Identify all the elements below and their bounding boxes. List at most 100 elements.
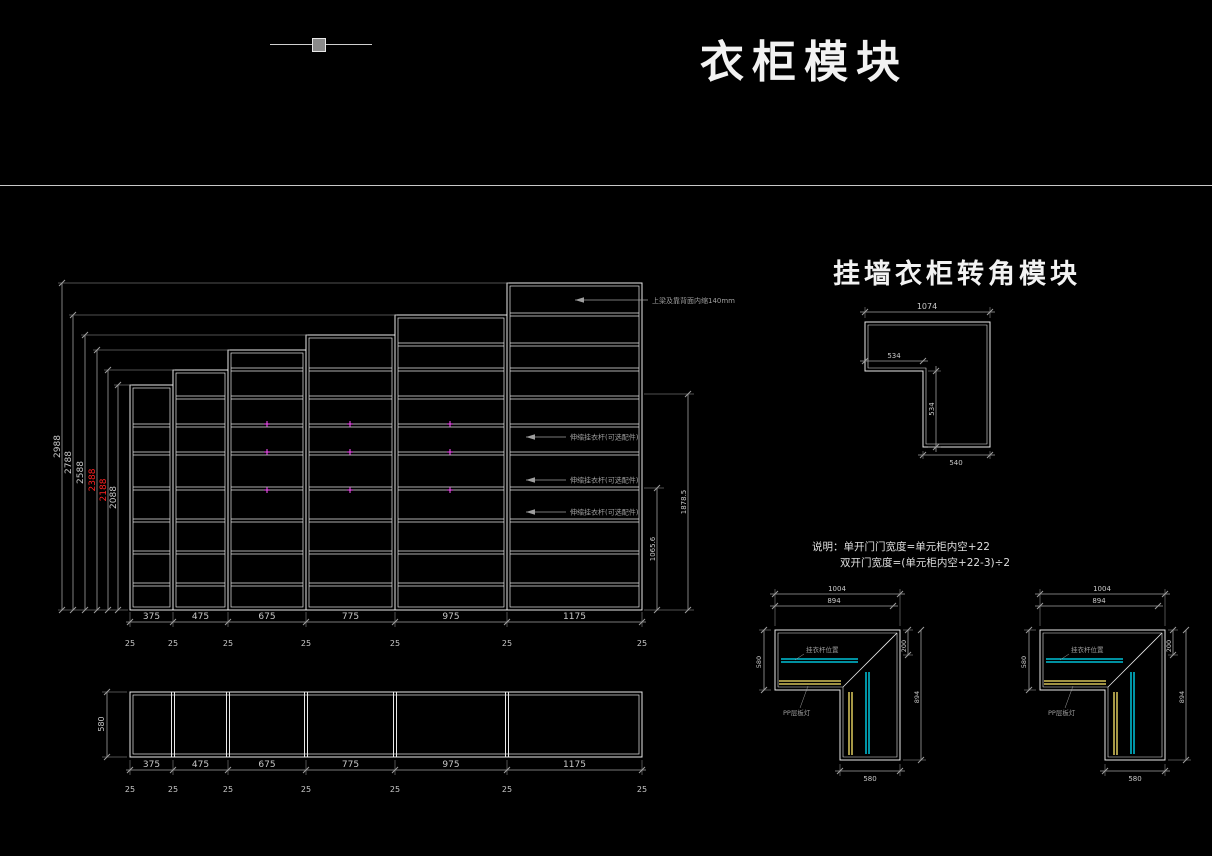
- line: [842, 632, 898, 688]
- line: [771, 602, 779, 610]
- dim-label: 1065.6: [649, 536, 657, 561]
- height-dim-label: 2988: [53, 435, 63, 458]
- dim-label: 894: [1178, 691, 1186, 703]
- line: [391, 618, 399, 626]
- rect: [129, 384, 174, 611]
- line: [653, 484, 661, 492]
- line: [1169, 651, 1177, 659]
- line: [1161, 590, 1169, 598]
- spacer-dim-label: 25: [390, 785, 400, 794]
- line: [1154, 602, 1162, 610]
- rect: [132, 694, 640, 755]
- line: [653, 606, 661, 614]
- line: [794, 653, 805, 661]
- height-dim-label: 2388: [88, 468, 98, 491]
- path: [774, 629, 901, 761]
- height-dim-label: 2088: [109, 486, 119, 509]
- line: [93, 346, 101, 354]
- line: [1182, 756, 1190, 764]
- dim-label: 534: [928, 402, 936, 416]
- width-dim-label: 1175: [563, 612, 586, 622]
- path: [867, 324, 988, 445]
- line: [932, 443, 940, 451]
- line: [1025, 686, 1033, 694]
- line: [760, 626, 768, 634]
- line: [126, 618, 134, 626]
- rect: [227, 349, 307, 611]
- annotation-label: 上梁及靠背面内缩140mm: [652, 296, 735, 305]
- line: [1036, 602, 1044, 610]
- line: [799, 685, 809, 709]
- spacer-dim-label: 25: [301, 639, 311, 648]
- line: [1182, 626, 1190, 634]
- annotation-label: 挂衣杆位置: [1071, 645, 1104, 654]
- dim-label: 200: [1165, 640, 1173, 652]
- rect: [509, 285, 640, 608]
- line: [684, 390, 692, 398]
- annotation-label: 伸缩挂衣杆(可选配件): [570, 433, 639, 442]
- dim-label: 894: [1092, 597, 1106, 605]
- line: [1036, 590, 1044, 598]
- spacer-dim-label: 25: [637, 639, 647, 648]
- line: [1169, 626, 1177, 634]
- rect: [308, 337, 393, 608]
- line: [114, 381, 122, 389]
- width-dim-label: 475: [192, 612, 209, 622]
- dim-label: 1004: [1093, 585, 1111, 593]
- line: [58, 279, 66, 287]
- dim-label: 580: [863, 775, 876, 783]
- spacer-dim-label: 25: [301, 785, 311, 794]
- line: [104, 366, 112, 374]
- line: [896, 590, 904, 598]
- dim-label: 1878.5: [680, 490, 688, 515]
- rect: [129, 691, 643, 758]
- height-dim-label: 2188: [99, 478, 109, 501]
- section-marker-icon: [312, 38, 326, 52]
- line: [638, 766, 646, 774]
- line: [917, 626, 925, 634]
- height-dim-label: 2788: [64, 451, 74, 474]
- path: [526, 477, 535, 483]
- point-markers: [264, 421, 453, 493]
- width-dim-label: 375: [143, 760, 160, 770]
- annotation-label: PP层板灯: [783, 708, 811, 717]
- spec-note-line-2: 双开门宽度=(单元柜内空+22-3)÷2: [840, 556, 1011, 569]
- annotations: 上梁及靠背面内缩140mm 伸缩挂衣杆(可选配件) 伸缩挂衣杆(可选配件) 伸缩挂衣杆…: [526, 296, 735, 517]
- spacer-dim-label: 25: [125, 785, 135, 794]
- line: [684, 606, 692, 614]
- dim-label: 200: [900, 640, 908, 652]
- annotation-label: 伸缩挂衣杆(可选配件): [570, 476, 639, 485]
- line: [224, 618, 232, 626]
- page-title: 衣柜模块: [700, 37, 908, 88]
- line: [638, 618, 646, 626]
- width-dim-label: 975: [442, 760, 459, 770]
- line: [861, 308, 869, 316]
- line: [503, 618, 511, 626]
- line: [904, 651, 912, 659]
- annotation-label: 伸缩挂衣杆(可选配件): [570, 508, 639, 517]
- annotation-label: 挂衣杆位置: [806, 645, 839, 654]
- line: [1059, 653, 1070, 661]
- line: [126, 766, 134, 774]
- spacer-dim-label: 25: [125, 639, 135, 648]
- right-dims: 1065.6 1878.5: [644, 390, 694, 614]
- line: [861, 357, 869, 365]
- dim-label: 540: [949, 459, 962, 467]
- spec-notes: 说明：单开门门宽度=单元柜内空+22 双开门宽度=(单元柜内空+22-3)÷2: [812, 540, 1010, 572]
- rect: [394, 314, 508, 611]
- annotation-label: PP层板灯: [1048, 708, 1076, 717]
- line: [391, 766, 399, 774]
- spacer-dim-label: 25: [502, 639, 512, 648]
- dim-label: 894: [827, 597, 841, 605]
- spacer-dim-label: 25: [637, 785, 647, 794]
- rect: [230, 352, 304, 608]
- line: [1161, 767, 1169, 775]
- line: [69, 311, 77, 319]
- path: [864, 321, 991, 448]
- line: [81, 331, 89, 339]
- line: [986, 308, 994, 316]
- width-dim-label: 975: [442, 612, 459, 622]
- dim-label: 1074: [917, 302, 937, 311]
- spacer-dim-label: 25: [390, 639, 400, 648]
